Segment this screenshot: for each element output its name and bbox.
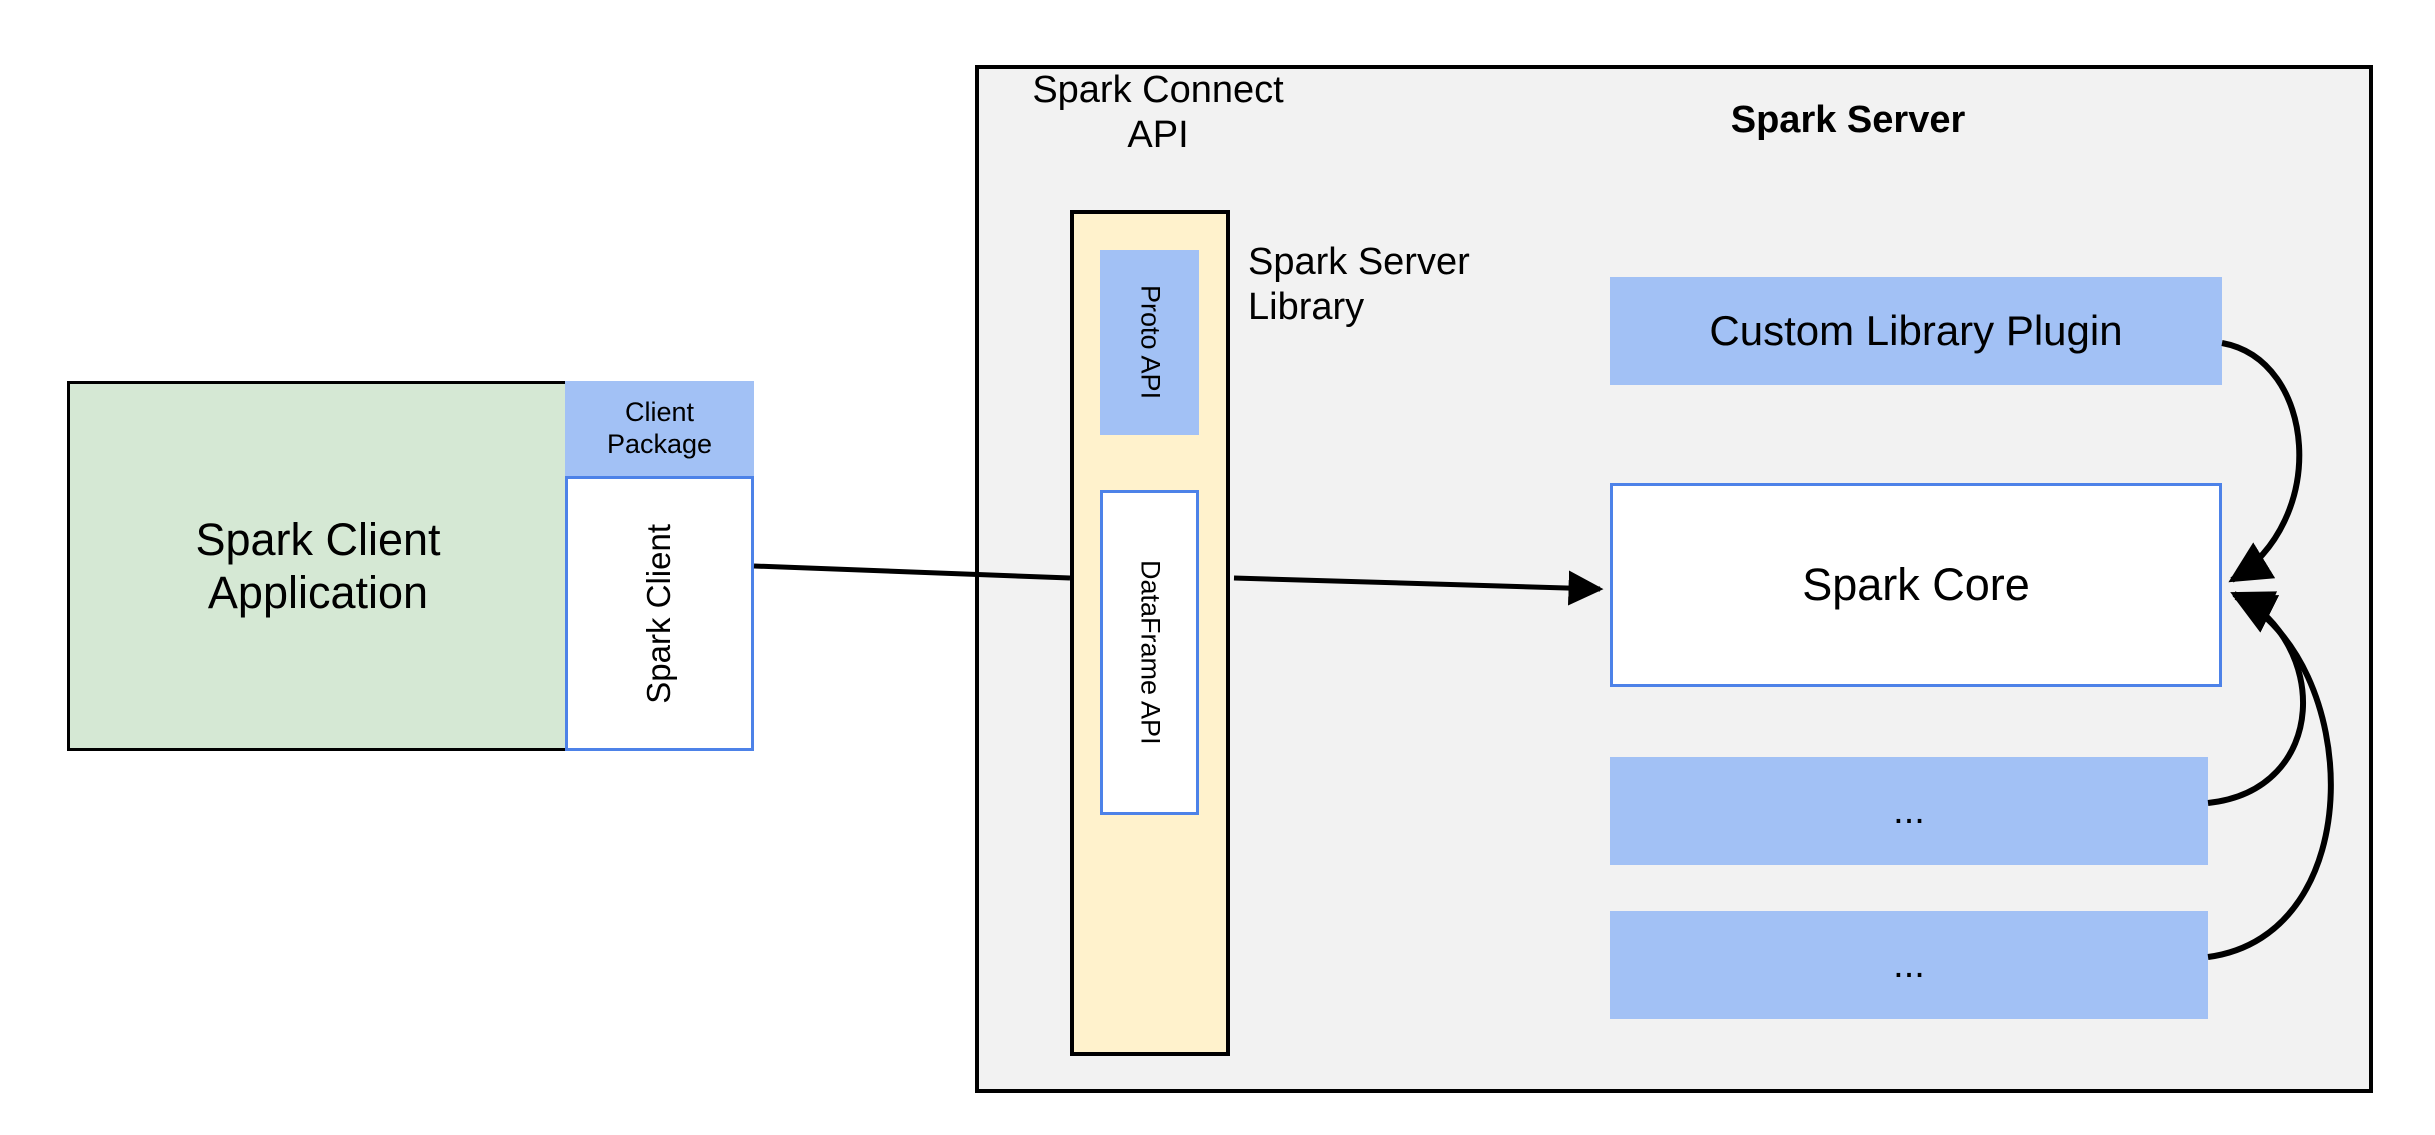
spark-server-library-label-line2: Library <box>1248 286 1365 328</box>
custom-library-plugin-box: Custom Library Plugin <box>1610 277 2222 385</box>
spark-connect-api-label-line1: Spark Connect <box>1032 69 1284 112</box>
placeholder-box-1: ... <box>1610 757 2208 865</box>
client-package-box: Client Package <box>565 381 754 476</box>
spark-client-box: Spark Client <box>565 476 754 751</box>
spark-client-application-box: Spark Client Application <box>67 381 569 751</box>
proto-api-label: Proto API <box>1135 285 1166 400</box>
client-package-line2: Package <box>606 428 713 459</box>
placeholder-box-2: ... <box>1610 911 2208 1019</box>
spark-client-application-line1: Spark Client <box>195 513 441 565</box>
spark-client-application-line2: Application <box>207 567 429 618</box>
spark-client-label: Spark Client <box>640 523 678 704</box>
spark-connect-api-label: Spark Connect API <box>1013 68 1303 158</box>
dataframe-api-label: DataFrame API <box>1135 560 1166 745</box>
spark-connect-api-label-line2: API <box>1127 114 1189 156</box>
spark-server-library-label: Spark Server Library <box>1248 240 1548 330</box>
dataframe-api-box: DataFrame API <box>1100 490 1199 815</box>
spark-server-library-label-line1: Spark Server <box>1248 241 1470 284</box>
proto-api-box: Proto API <box>1100 250 1199 435</box>
spark-core-box: Spark Core <box>1610 483 2222 687</box>
client-package-line1: Client <box>624 396 694 427</box>
spark-server-title: Spark Server <box>1730 98 1966 141</box>
